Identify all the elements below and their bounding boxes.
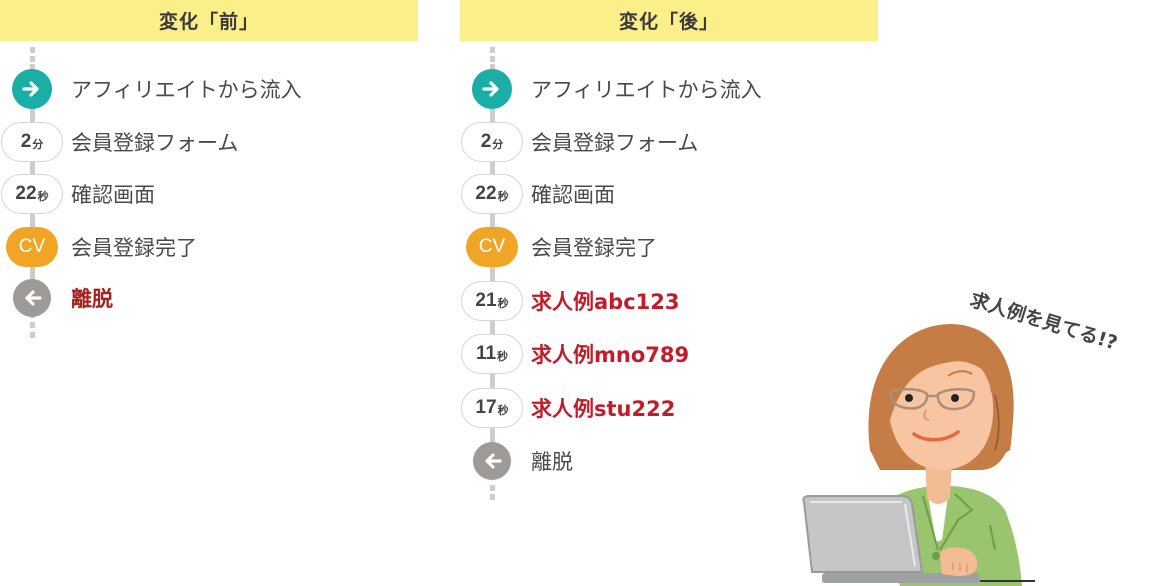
timeline-dash <box>30 332 35 338</box>
step-exit: 離脱 <box>0 276 418 320</box>
after-header: 変化「後」 <box>460 0 878 41</box>
laptop-screen <box>802 495 924 573</box>
step-label: 求人例stu222 <box>531 397 676 421</box>
duration-unit: 秒 <box>497 405 509 417</box>
woman-with-laptop-illustration <box>802 324 1035 586</box>
step-label: 会員登録フォーム <box>71 131 239 155</box>
duration-value: 2 <box>480 131 492 152</box>
step-enter: アフィリエイトから流入 <box>0 67 418 111</box>
enter-node <box>12 69 52 109</box>
duration-value: 17 <box>475 397 497 418</box>
smile <box>912 430 960 442</box>
duration-unit: 秒 <box>497 191 509 203</box>
timeline-dash <box>490 47 495 53</box>
hair-fringe <box>884 333 1005 420</box>
step-label: 会員登録完了 <box>71 236 197 260</box>
duration-value: 22 <box>475 183 497 204</box>
step-label: 確認画面 <box>531 183 615 207</box>
duration-unit: 秒 <box>497 298 509 310</box>
duration-value: 2 <box>20 131 32 152</box>
face <box>888 350 994 470</box>
cv-badge: CV <box>6 227 58 267</box>
step-exit: 離脱 <box>460 439 878 483</box>
duration-value: 21 <box>475 290 497 311</box>
step-label: 確認画面 <box>71 183 155 207</box>
arrow-right-icon <box>22 81 39 97</box>
exit-node <box>13 279 51 317</box>
neck <box>925 460 952 504</box>
step-label: 離脱 <box>531 450 573 474</box>
glasses-icon <box>889 388 976 411</box>
duration-unit: 秒 <box>37 191 49 203</box>
duration-unit: 秒 <box>497 351 509 363</box>
step-label: アフィリエイトから流入 <box>531 78 762 102</box>
duration-unit: 分 <box>492 139 504 151</box>
timeline-track <box>490 64 495 478</box>
duration-value: 22 <box>15 183 37 204</box>
exit-node <box>473 442 511 480</box>
step-label: アフィリエイトから流入 <box>71 78 302 102</box>
duration-value: 11 <box>475 343 497 364</box>
before-header: 変化「前」 <box>0 0 418 41</box>
step-enter: アフィリエイトから流入 <box>460 67 878 111</box>
step-label: 求人例mno789 <box>531 343 690 367</box>
timeline-dash <box>30 322 35 328</box>
step-label: 会員登録フォーム <box>531 131 699 155</box>
timeline-dash <box>490 494 495 500</box>
timeline-dash <box>490 485 495 491</box>
shirt <box>928 496 948 542</box>
step-label: 会員登録完了 <box>531 236 657 260</box>
timeline-dash <box>30 47 35 53</box>
duration-unit: 分 <box>32 139 44 151</box>
timeline-dash <box>30 56 35 62</box>
cv-badge: CV <box>466 227 518 267</box>
arrow-left-icon <box>25 290 42 306</box>
arrow-left-icon <box>485 453 502 469</box>
enter-node <box>472 69 512 109</box>
timeline-dash <box>490 56 495 62</box>
step-label: 求人例abc123 <box>531 290 680 314</box>
laptop-base <box>822 573 980 583</box>
arrow-right-icon <box>482 81 499 97</box>
step-cv: CV 会員登録完了 <box>0 225 418 269</box>
step-label: 離脱 <box>71 287 113 311</box>
hand <box>939 547 978 576</box>
step-cv: CV 会員登録完了 <box>460 225 878 269</box>
